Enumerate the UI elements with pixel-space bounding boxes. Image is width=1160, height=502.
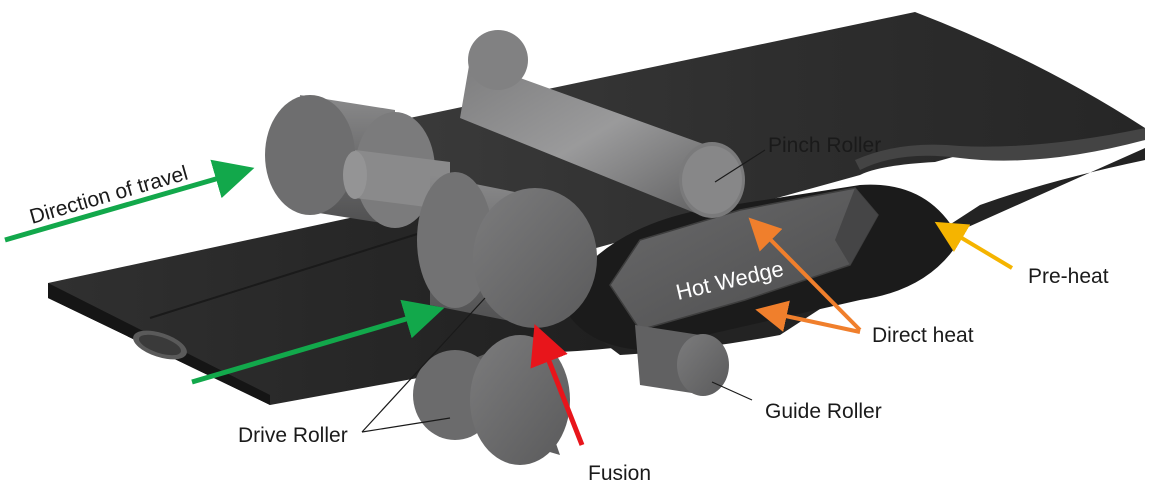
guide-roller xyxy=(635,325,729,396)
direction-arrow-upper xyxy=(4,159,255,243)
drive-roller-upper xyxy=(265,95,597,328)
guide-roller-label: Guide Roller xyxy=(765,400,882,423)
pinch-roller-label: Pinch Roller xyxy=(768,134,881,157)
preheat-arrow xyxy=(934,221,1014,270)
leader-lines xyxy=(361,149,766,433)
direct-heat-label: Direct heat xyxy=(872,324,974,347)
pre-heat-label: Pre-heat xyxy=(1028,265,1109,288)
drive-roller-label: Drive Roller xyxy=(238,424,348,447)
fusion-label: Fusion xyxy=(588,462,651,485)
direction-arrow-lower xyxy=(191,299,445,385)
direct-heat-arrows xyxy=(748,217,862,334)
upper-sheet xyxy=(400,12,1145,258)
fusion-arrow xyxy=(530,324,585,446)
pinch-roller xyxy=(460,30,745,218)
